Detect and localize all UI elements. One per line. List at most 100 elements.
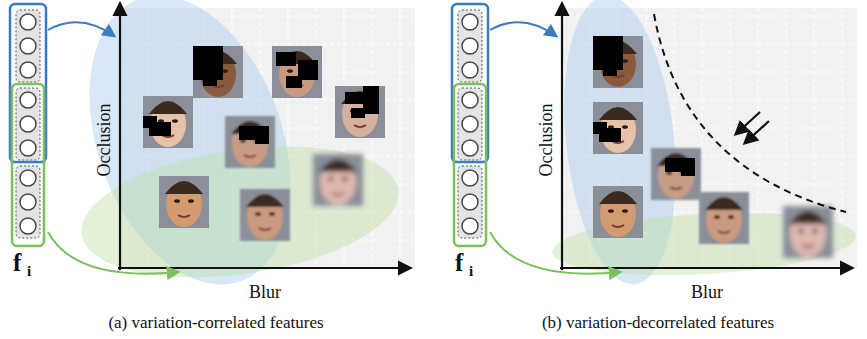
face-skin xyxy=(706,197,742,243)
feature-group xyxy=(458,88,482,160)
feature-unit xyxy=(20,92,36,108)
face-mouth xyxy=(354,125,366,127)
face-eye xyxy=(812,229,818,233)
face-skin xyxy=(166,181,202,227)
face-mouth xyxy=(244,155,256,157)
feature-unit xyxy=(462,38,478,54)
face-eye xyxy=(798,229,804,233)
feature-unit xyxy=(20,116,36,132)
photo-ground xyxy=(593,186,643,238)
vector-subscript: i xyxy=(27,264,31,279)
occlusion-patch xyxy=(603,66,617,76)
feature-group xyxy=(458,166,482,238)
face-image xyxy=(651,148,701,200)
mapping-arrow xyxy=(490,232,620,274)
face-image xyxy=(699,192,749,244)
face-hair xyxy=(599,191,637,204)
face-mouth xyxy=(670,187,682,189)
face-eye xyxy=(342,177,348,181)
face-mouth xyxy=(259,228,271,230)
axis-label: Blur xyxy=(691,283,723,301)
x-axis xyxy=(560,267,852,269)
grid-ground xyxy=(562,8,857,268)
face-skin xyxy=(790,211,826,257)
face-image xyxy=(593,36,643,88)
face-image xyxy=(159,176,209,228)
push-arrow xyxy=(736,112,760,134)
face-eye xyxy=(172,119,178,123)
vector-symbol: f xyxy=(13,250,21,275)
feature-unit xyxy=(20,38,36,54)
face-eye xyxy=(269,212,275,216)
face-image xyxy=(313,154,363,206)
feature-unit xyxy=(462,194,478,210)
face-image xyxy=(335,86,385,138)
occlusion-patch xyxy=(286,76,302,88)
feature-unit xyxy=(20,218,36,234)
feature-group xyxy=(16,88,40,160)
face-eye xyxy=(174,199,180,203)
photo-ground xyxy=(593,102,643,154)
mapping-arrow xyxy=(48,22,114,36)
face-hair xyxy=(165,181,203,194)
occlusion-patch xyxy=(203,76,217,86)
photo-ground xyxy=(335,86,385,138)
face-mouth xyxy=(802,245,814,247)
feature-unit xyxy=(20,170,36,186)
face-hair xyxy=(789,211,827,224)
feature-unit xyxy=(462,92,478,108)
push-arrow xyxy=(745,121,769,143)
y-axis xyxy=(561,4,563,270)
axis-label: Occlusion xyxy=(95,104,113,177)
y-axis xyxy=(119,4,121,270)
face-mouth xyxy=(718,231,730,233)
boundary-curve xyxy=(654,14,846,212)
feature-unit xyxy=(20,194,36,210)
face-eye xyxy=(608,209,614,213)
photo-ground xyxy=(159,176,209,228)
face-image xyxy=(272,46,322,98)
photo-ground xyxy=(593,36,643,88)
grid xyxy=(562,8,857,268)
panel xyxy=(452,0,857,290)
feature-group xyxy=(458,10,482,82)
face-image xyxy=(593,102,643,154)
mapping-arrow xyxy=(48,232,178,274)
feature-unit xyxy=(462,14,478,30)
feature-unit xyxy=(20,62,36,78)
subfigure-caption: (b) variation-decorrelated features xyxy=(542,314,774,331)
face-image xyxy=(593,186,643,238)
occlusion-patch xyxy=(351,108,365,118)
face-eye xyxy=(188,199,194,203)
photo-ground xyxy=(783,206,833,258)
grid-line xyxy=(399,8,400,268)
occlusion-patch xyxy=(193,46,223,80)
vector-symbol: f xyxy=(455,250,463,275)
axis-label: Occlusion xyxy=(537,104,555,177)
feature-unit xyxy=(462,140,478,156)
subfigure-caption: (a) variation-correlated features xyxy=(108,314,323,331)
face-image xyxy=(193,46,243,98)
occlusion-patch xyxy=(363,86,379,114)
face-eye xyxy=(255,212,261,216)
face-skin xyxy=(658,153,694,199)
face-eye xyxy=(728,215,734,219)
face-hair xyxy=(319,159,357,172)
face-hair xyxy=(599,107,637,120)
feature-unit xyxy=(462,170,478,186)
face-skin xyxy=(600,191,636,237)
face-mouth xyxy=(178,215,190,217)
feature-unit xyxy=(20,140,36,156)
face-image xyxy=(783,206,833,258)
occlusion-patch xyxy=(255,136,269,144)
photo-ground xyxy=(225,116,275,168)
feature-group xyxy=(16,10,40,82)
feature-unit xyxy=(462,62,478,78)
face-mouth xyxy=(332,193,344,195)
panel xyxy=(10,0,415,312)
occlusion-patch xyxy=(593,36,623,70)
face-image xyxy=(225,116,275,168)
photo-ground xyxy=(240,189,290,241)
